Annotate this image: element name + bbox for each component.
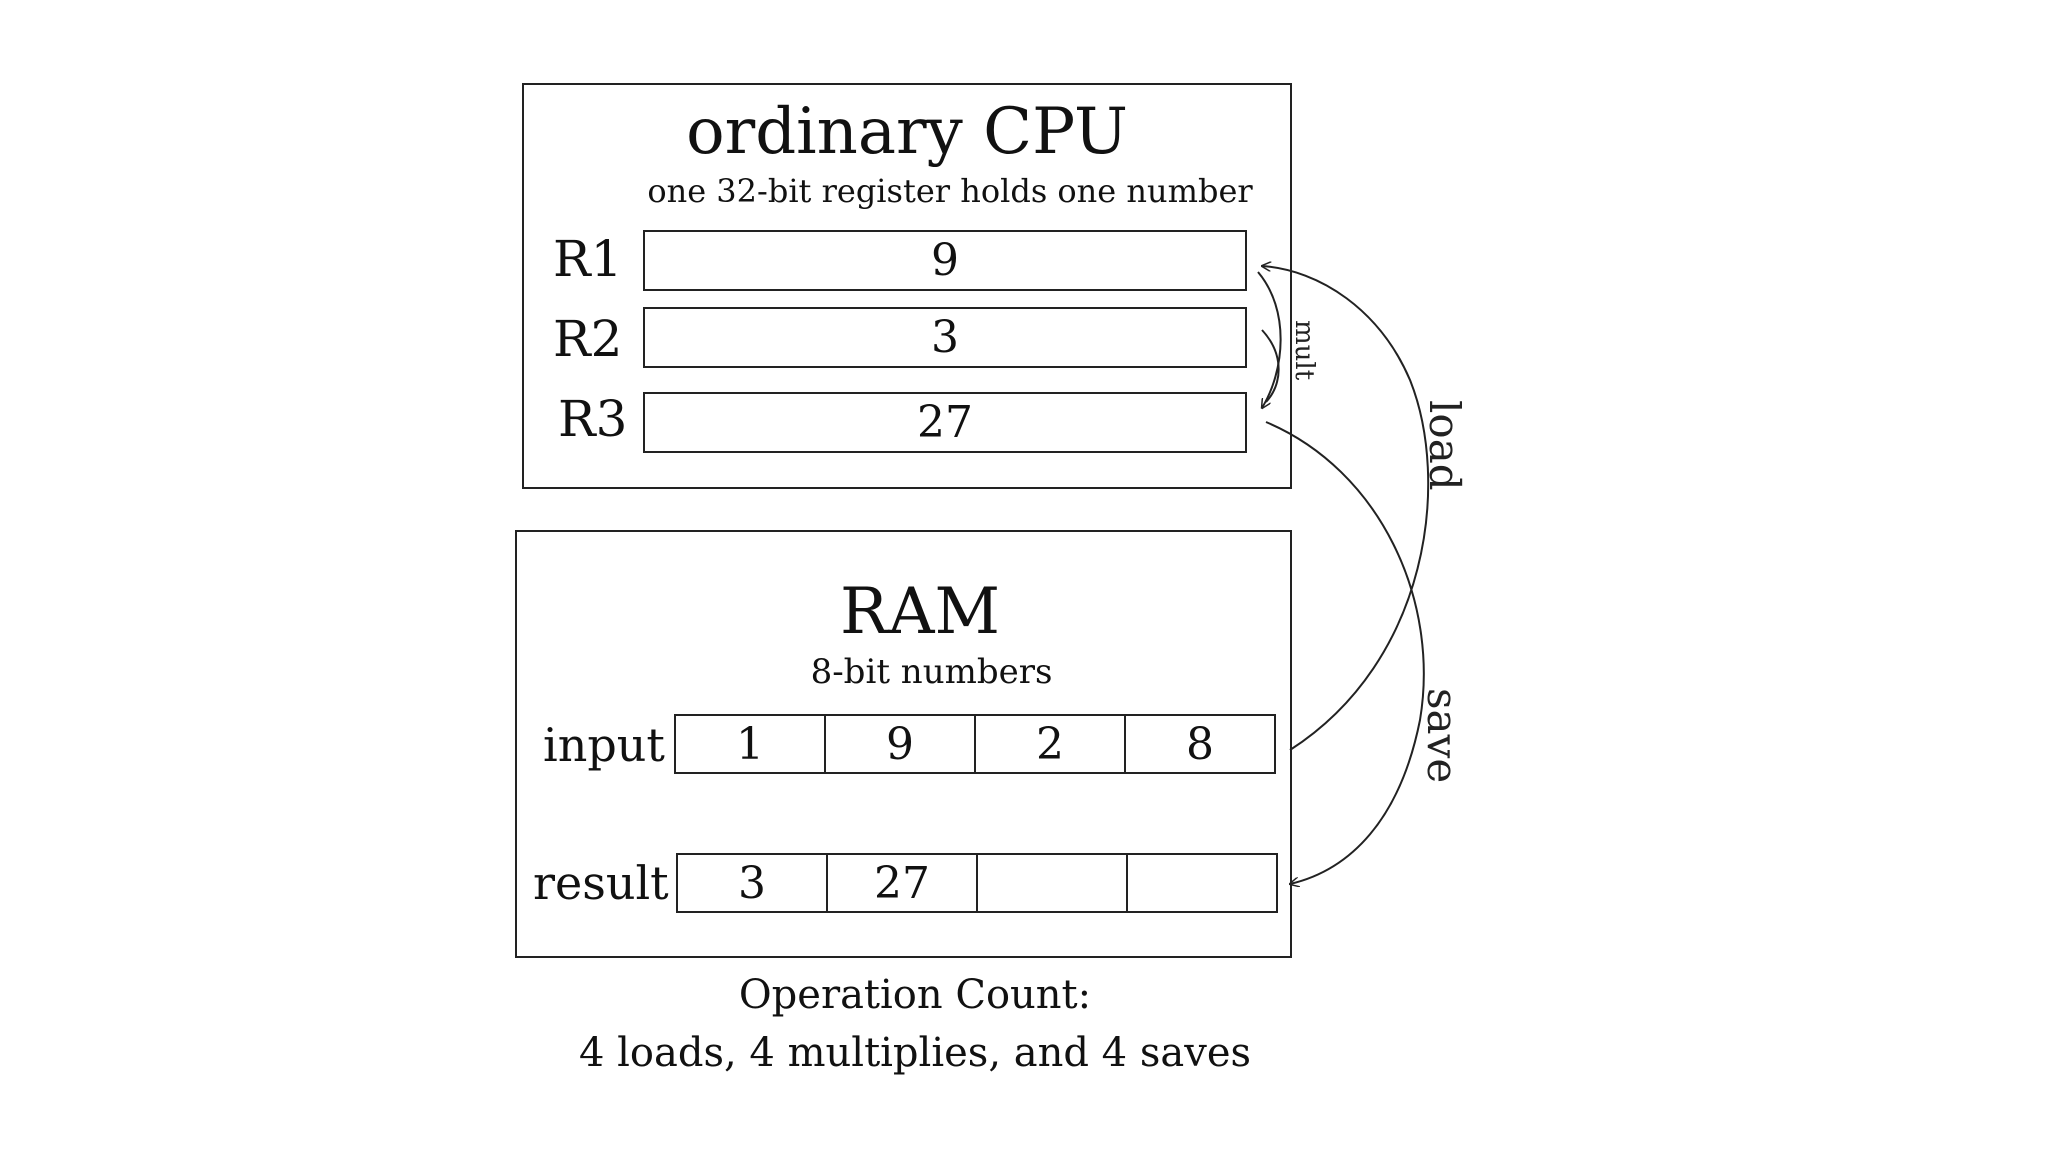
register-label-r3: R3 xyxy=(558,390,628,448)
mult-label: mult xyxy=(1289,320,1319,381)
input-cell-1: 1 xyxy=(674,714,826,774)
load-label: load xyxy=(1420,400,1469,491)
register-label-r1: R1 xyxy=(553,230,623,288)
cpu-subtitle: one 32-bit register holds one number xyxy=(647,172,1253,210)
ram-title: RAM xyxy=(840,575,1000,649)
operation-count-detail: 4 loads, 4 multiplies, and 4 saves xyxy=(578,1030,1252,1076)
input-cell-4: 8 xyxy=(1124,714,1276,774)
result-cell-2: 27 xyxy=(826,853,978,913)
input-cell-2: 9 xyxy=(824,714,976,774)
result-cell-1: 3 xyxy=(676,853,828,913)
input-cell-3: 2 xyxy=(974,714,1126,774)
result-cell-4 xyxy=(1126,853,1278,913)
result-row-label: result xyxy=(533,856,669,910)
register-label-r2: R2 xyxy=(553,310,623,368)
register-r3: 27 xyxy=(643,392,1247,453)
register-r2: 3 xyxy=(643,307,1247,368)
operation-count-heading: Operation Count: xyxy=(738,972,1092,1018)
ram-subtitle: 8-bit numbers xyxy=(810,652,1053,692)
cpu-title: ordinary CPU xyxy=(686,95,1128,169)
result-cell-3 xyxy=(976,853,1128,913)
cpu-box xyxy=(522,83,1292,489)
input-row-label: input xyxy=(543,718,665,772)
save-label: save xyxy=(1418,688,1467,783)
register-r1: 9 xyxy=(643,230,1247,291)
ram-box xyxy=(515,530,1292,958)
